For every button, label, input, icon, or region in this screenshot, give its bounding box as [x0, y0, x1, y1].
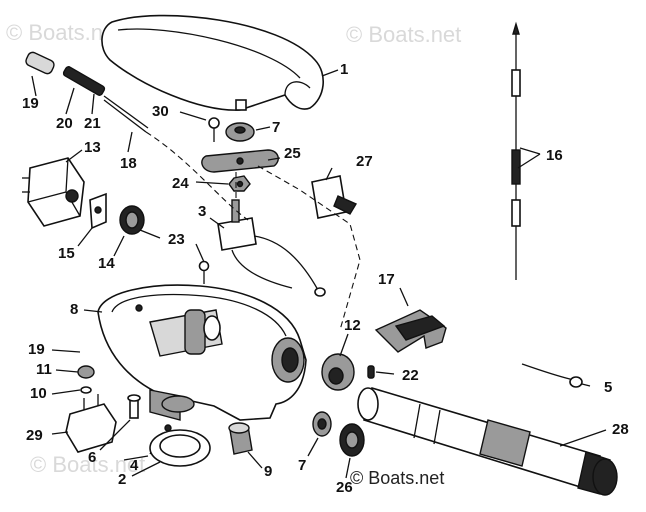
part-30-screw[interactable]: [208, 117, 220, 142]
part-20-21-handle[interactable]: [62, 66, 149, 133]
part-15-bracket[interactable]: [89, 192, 107, 230]
callout-2[interactable]: 2: [118, 471, 126, 488]
part-26-bearing[interactable]: [339, 423, 365, 457]
part-7-grommet-top[interactable]: [225, 122, 255, 142]
callout-11[interactable]: 11: [36, 361, 52, 378]
part-13-switch-block[interactable]: [22, 157, 85, 227]
callout-19-bottom[interactable]: 19: [28, 341, 45, 358]
leader-lines: [31, 69, 607, 479]
callout-8[interactable]: 8: [70, 301, 78, 318]
callout-16[interactable]: 16: [546, 147, 563, 164]
callout-22[interactable]: 22: [402, 367, 419, 384]
callout-7-top[interactable]: 7: [272, 119, 280, 136]
callout-12[interactable]: 12: [344, 317, 361, 334]
callout-5[interactable]: 5: [604, 379, 612, 396]
part-16-cable[interactable]: [511, 21, 521, 280]
part-23-screw[interactable]: [198, 260, 210, 285]
callout-9[interactable]: 9: [264, 463, 272, 480]
callout-13[interactable]: 13: [84, 139, 101, 156]
callout-29[interactable]: 29: [26, 427, 43, 444]
callout-15[interactable]: 15: [58, 245, 75, 262]
part-5-wire[interactable]: [521, 363, 583, 388]
part-17-cover-plate[interactable]: [374, 309, 447, 353]
part-6-bolt[interactable]: [127, 394, 141, 419]
watermark-bottom-right: © Boats.net: [350, 468, 444, 488]
callout-17[interactable]: 17: [378, 271, 395, 288]
part-27-toggle-switch[interactable]: [311, 175, 358, 219]
part-19-grip[interactable]: [24, 51, 55, 76]
part-3-switch[interactable]: [217, 199, 326, 297]
callout-1[interactable]: 1: [340, 61, 348, 78]
callout-19-top[interactable]: 19: [22, 95, 39, 112]
callout-24[interactable]: 24: [172, 175, 189, 192]
part-24-nut[interactable]: [228, 175, 251, 192]
part-2-ring[interactable]: [149, 429, 211, 467]
callout-18[interactable]: 18: [120, 155, 137, 172]
callout-30[interactable]: 30: [152, 103, 169, 120]
callout-20[interactable]: 20: [56, 115, 73, 132]
callout-7-bottom[interactable]: 7: [298, 457, 306, 474]
part-1-motor-cover[interactable]: [101, 14, 324, 111]
callout-25[interactable]: 25: [284, 145, 301, 162]
callout-3[interactable]: 3: [198, 203, 206, 220]
callout-10[interactable]: 10: [30, 385, 47, 402]
callout-21[interactable]: 21: [84, 115, 101, 132]
part-10-washer[interactable]: [80, 386, 92, 394]
callout-28[interactable]: 28: [612, 421, 629, 438]
part-8-lower-housing[interactable]: [97, 284, 307, 421]
part-7-bushing-bottom[interactable]: [312, 411, 332, 437]
part-9-bushing[interactable]: [228, 422, 253, 455]
part-22-pin[interactable]: [367, 365, 375, 379]
callout-23[interactable]: 23: [168, 231, 185, 248]
callout-6[interactable]: 6: [88, 449, 96, 466]
part-14-coil-spring[interactable]: [119, 205, 161, 239]
part-25-plate[interactable]: [201, 149, 279, 173]
callout-27[interactable]: 27: [356, 153, 373, 170]
part-29-terminal-block[interactable]: [65, 394, 117, 453]
callout-4[interactable]: 4: [130, 457, 139, 474]
part-12-collar[interactable]: [321, 353, 355, 391]
callout-14[interactable]: 14: [98, 255, 115, 272]
callout-26[interactable]: 26: [336, 479, 353, 496]
watermark-bottom-left: © Boats.net: [30, 452, 145, 477]
part-28-shaft[interactable]: [357, 386, 618, 496]
part-11-nut[interactable]: [77, 365, 95, 379]
watermark-top-right: © Boats.net: [346, 22, 461, 47]
